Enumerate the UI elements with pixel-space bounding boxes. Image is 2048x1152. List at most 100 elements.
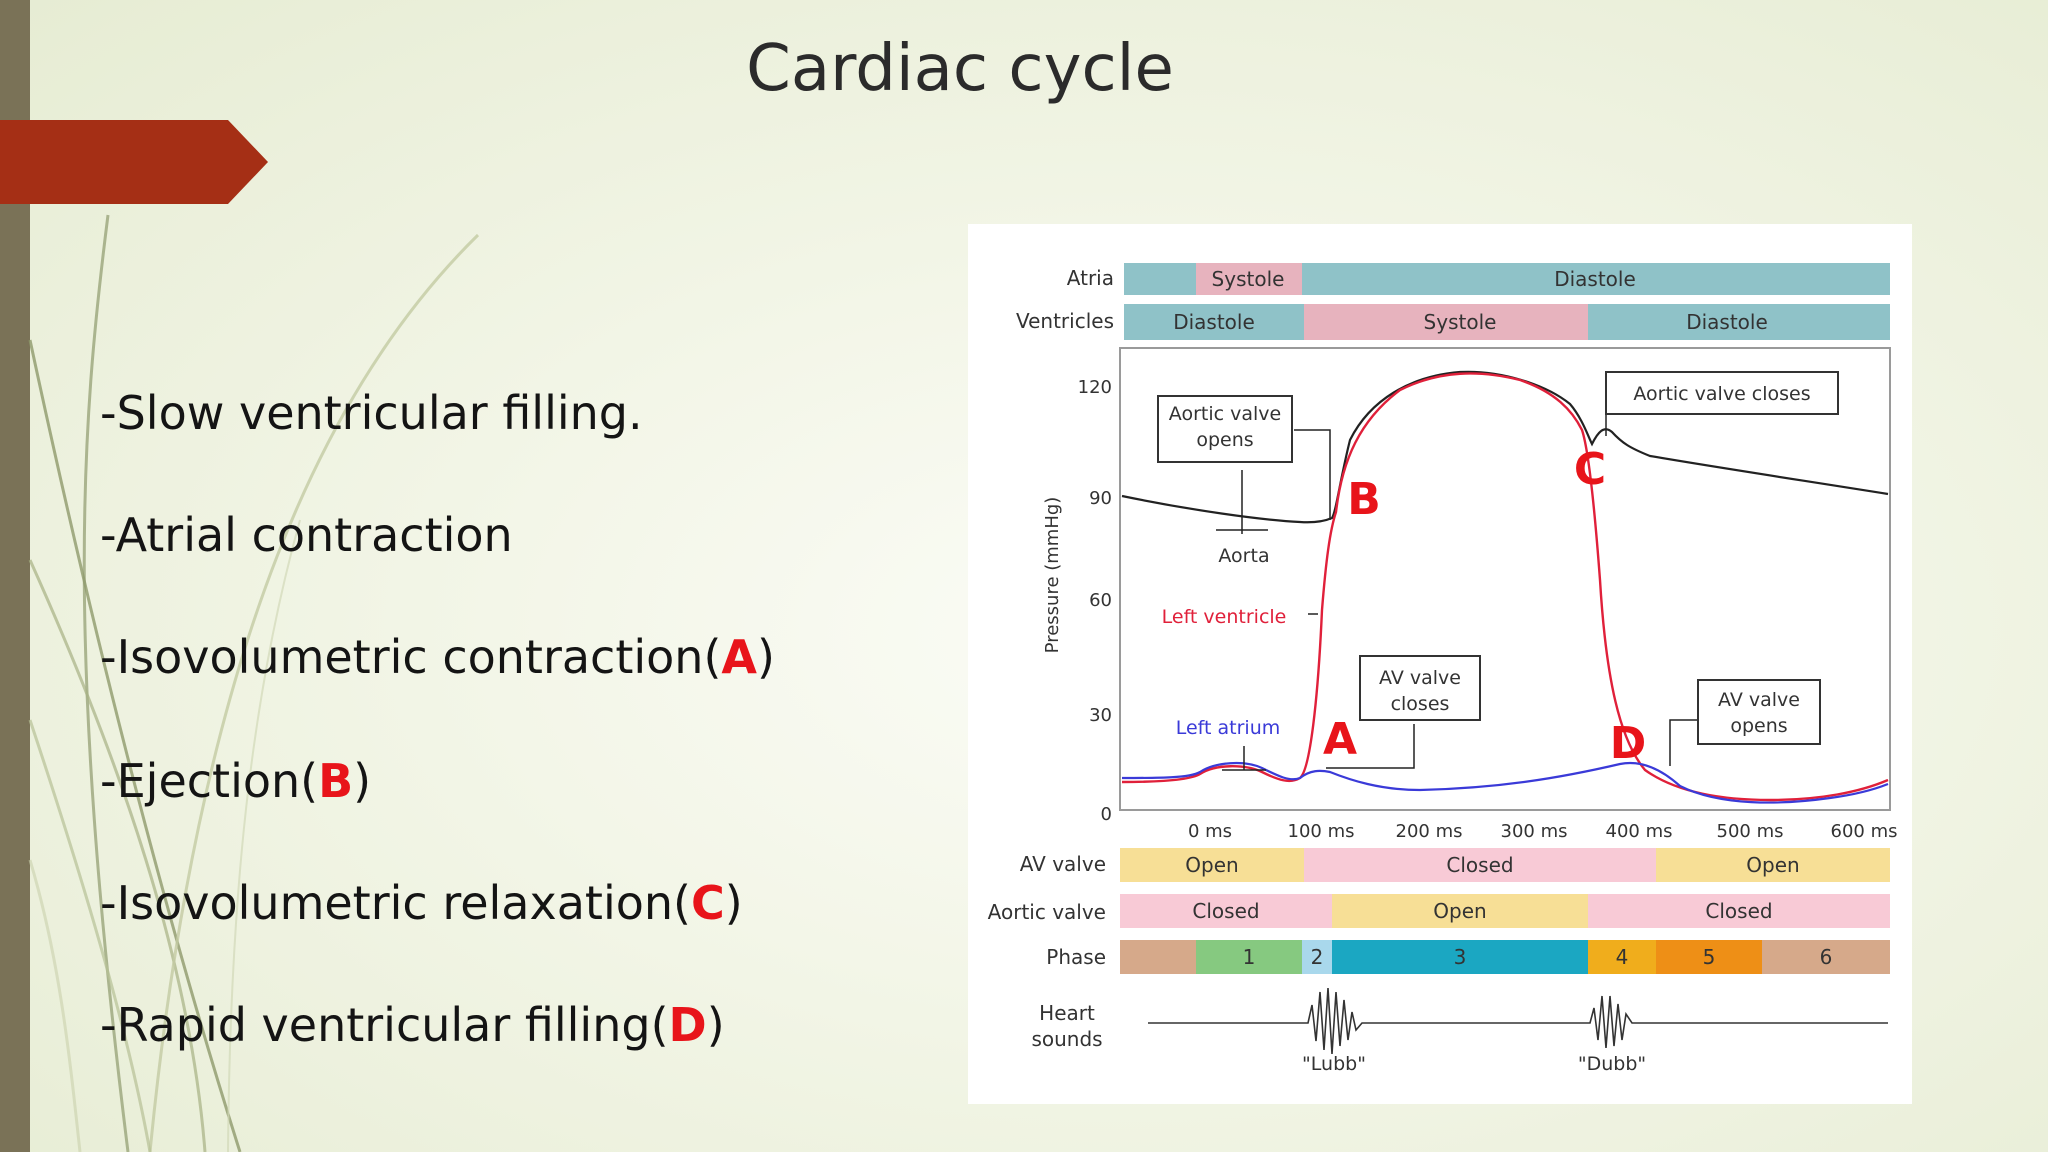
av-valve-closed-label: Closed [1446,853,1513,877]
y-tick-0: 0 [1101,804,1112,825]
phase-3-label: 3 [1454,945,1467,969]
left-atrium-label: Left atrium [1176,717,1281,739]
bullet-close-paren: ) [724,876,743,930]
phase-2-label: 2 [1311,945,1324,969]
heart-sounds-trace [1148,987,1888,1055]
bullet-rapid-ventricular-filling: -Rapid ventricular filling(D) [100,998,725,1052]
phase-1-label: 1 [1243,945,1256,969]
av-closes-text-1: AV valve [1379,667,1461,689]
aortic-valve-open-band [1332,894,1588,928]
left-ventricle-pressure-curve [1121,372,1889,802]
av-valve-open-label-1: Open [1185,853,1238,877]
bullet-text: -Ejection( [100,754,319,808]
bullet-text: -Isovolumetric contraction( [100,630,722,684]
diagram-svg: Atria Ventricles AV valve Aortic valve P… [988,263,1898,1075]
x-tick-300: 300 ms [1501,821,1568,842]
row-label-av-valve: AV valve [1020,852,1106,876]
av-closes-callout [1359,655,1481,721]
atria-diastole-start-band [1124,263,1196,295]
av-valve-open-band-1 [1120,848,1304,882]
aorta-leader [1216,470,1268,534]
y-tick-90: 90 [1089,488,1112,509]
ventricles-systole-label: Systole [1424,310,1497,334]
x-tick-100: 100 ms [1288,821,1355,842]
phase-5-label: 5 [1703,945,1716,969]
av-opens-text-1: AV valve [1718,689,1800,711]
atria-systole-label: Systole [1212,267,1285,291]
bullet-isovolumetric-relaxation: -Isovolumetric relaxation(C) [100,876,743,930]
y-tick-120: 120 [1078,377,1112,398]
row-label-atria: Atria [1067,266,1114,290]
atria-diastole-label: Diastole [1554,267,1636,291]
x-tick-500: 500 ms [1717,821,1784,842]
atria-diastole-band [1302,263,1890,295]
bullet-close-paren: ) [353,754,372,808]
av-opens-callout [1697,679,1821,745]
bullet-text: -Isovolumetric relaxation( [100,876,691,930]
bullet-close-paren: ) [757,630,775,684]
bullet-text: -Slow ventricular filling. [100,386,643,440]
bullet-close-paren: ) [706,998,725,1052]
row-label-phase: Phase [1046,945,1106,969]
atria-systole-band [1196,263,1302,295]
aortic-closes-callout [1605,371,1839,415]
bullet-marker: A [721,630,758,684]
aortic-opens-text-1: Aortic valve [1169,403,1281,425]
aortic-opens-callout [1157,395,1293,463]
av-closes-leader [1326,724,1415,769]
bullet-isovolumetric-contraction: -Isovolumetric contraction(A) [100,630,775,684]
bullet-slow-ventricular-filling: -Slow ventricular filling. [100,386,643,440]
y-tick-60: 60 [1089,590,1112,611]
aortic-valve-open-label: Open [1433,899,1486,923]
x-tick-200: 200 ms [1396,821,1463,842]
phase-5-band [1656,940,1762,974]
av-opens-text-2: opens [1730,715,1787,737]
cardiac-cycle-diagram: Atria Ventricles AV valve Aortic valve P… [968,224,1912,1104]
row-label-sounds: sounds [1031,1027,1102,1051]
ventricles-systole-band [1304,304,1588,340]
av-opens-leader [1669,719,1698,766]
x-tick-0: 0 ms [1188,821,1232,842]
bullet-text: -Atrial contraction [100,508,513,562]
left-ventricle-label: Left ventricle [1162,606,1287,628]
aortic-opens-leader [1294,429,1331,520]
aortic-valve-closed-label-2: Closed [1705,899,1772,923]
y-axis-label: Pressure (mmHg) [1042,497,1063,654]
title-accent-arrow [0,120,268,204]
phase-1-band [1196,940,1302,974]
lubb-label: "Lubb" [1302,1053,1366,1075]
row-label-ventricles: Ventricles [1016,309,1114,333]
aortic-closes-text: Aortic valve closes [1633,383,1810,405]
ventricles-diastole-band-2 [1588,304,1890,340]
marker-c: C [1574,444,1606,495]
x-tick-400: 400 ms [1606,821,1673,842]
left-atrium-leader [1222,746,1266,771]
bullet-text: -Rapid ventricular filling( [100,998,669,1052]
phase-4-band [1588,940,1656,974]
x-tick-600: 600 ms [1831,821,1898,842]
bullet-atrial-contraction: -Atrial contraction [100,508,513,562]
aortic-opens-text-2: opens [1196,429,1253,451]
bullet-marker: D [668,998,707,1052]
av-valve-open-band-2 [1656,848,1890,882]
phase-6-label: 6 [1820,945,1833,969]
av-valve-closed-band [1304,848,1656,882]
phase-6-start-band [1120,940,1196,974]
ventricles-diastole-label-1: Diastole [1173,310,1255,334]
ventricles-diastole-label-2: Diastole [1686,310,1768,334]
row-label-heart: Heart [1039,1001,1095,1025]
aorta-label: Aorta [1218,545,1269,567]
marker-d: D [1610,718,1647,769]
av-closes-text-2: closes [1391,693,1450,715]
row-label-aortic-valve: Aortic valve [988,900,1106,924]
left-atrium-pressure-curve [1121,761,1889,804]
ventricles-diastole-band-1 [1124,304,1304,340]
bullet-marker: B [318,754,354,808]
aortic-valve-closed-label-1: Closed [1192,899,1259,923]
dubb-label: "Dubb" [1578,1053,1646,1075]
phase-2-band [1302,940,1332,974]
marker-a: A [1323,714,1357,765]
phase-6-band [1762,940,1890,974]
